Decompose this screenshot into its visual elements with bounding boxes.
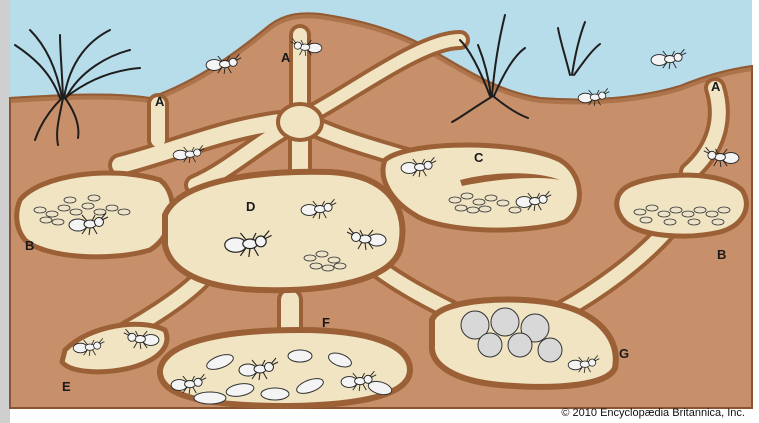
chamber-d (165, 172, 402, 290)
label-a2: A (281, 50, 291, 65)
label-e: E (62, 379, 71, 394)
junction-chamber (278, 104, 322, 140)
label-a3: A (711, 79, 721, 94)
label-b2: B (717, 247, 726, 262)
left-frame-strip (0, 0, 10, 423)
label-g: G (619, 346, 629, 361)
label-c: C (474, 150, 484, 165)
label-d: D (246, 199, 255, 214)
label-f: F (322, 315, 330, 330)
label-b1: B (25, 238, 34, 253)
label-a1: A (155, 94, 165, 109)
chamber-b-right (617, 175, 747, 236)
copyright-notice: © 2010 Encyclopædia Britannica, Inc. (561, 407, 745, 419)
